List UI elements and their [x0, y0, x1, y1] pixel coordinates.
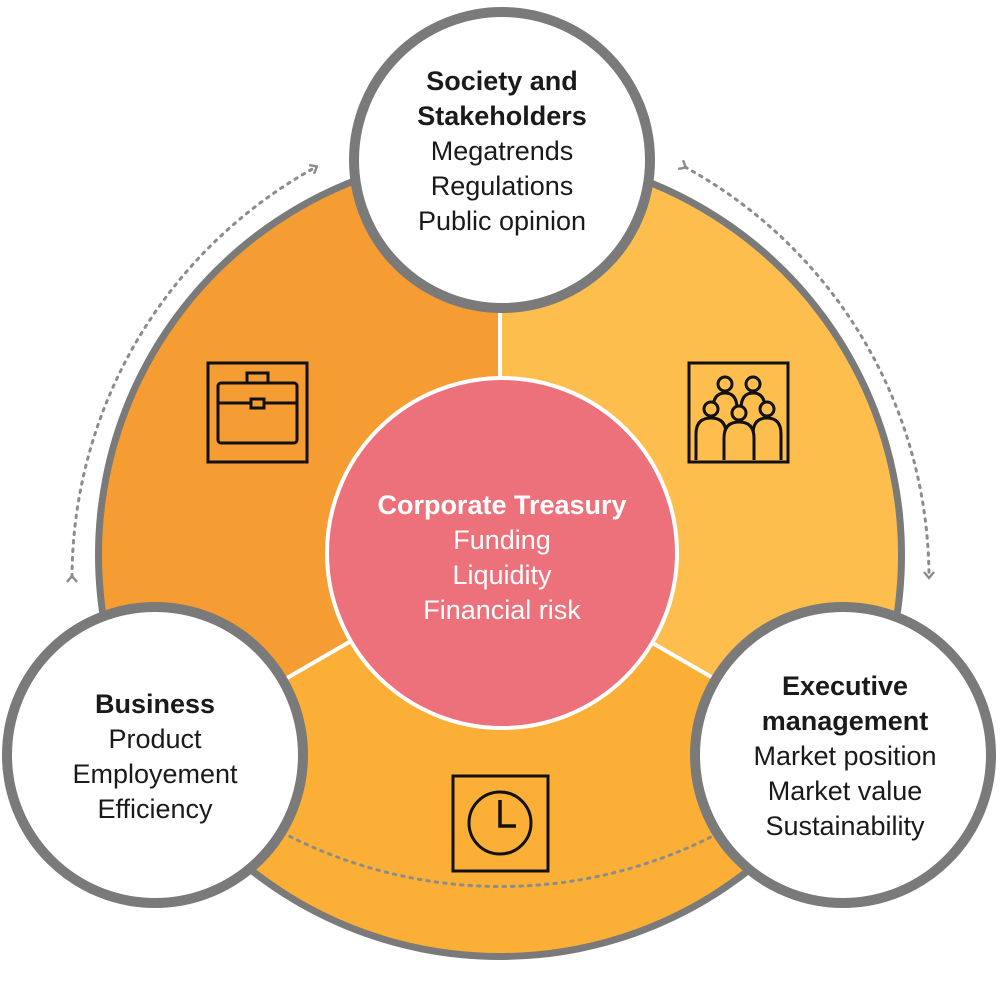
center-item-funding: Funding — [453, 525, 551, 555]
right-node-title-2: management — [762, 706, 929, 736]
right-node-title-1: Executive — [782, 671, 908, 701]
arrow-top-right — [677, 159, 935, 580]
center-item-liquidity: Liquidity — [452, 560, 552, 590]
node-left-circle — [2, 602, 308, 908]
left-node-title: Business — [95, 689, 215, 719]
clock-icon — [451, 774, 550, 873]
top-node-title-1: Society and — [426, 66, 578, 96]
center-title: Corporate Treasury — [377, 490, 626, 520]
center-item-financial-risk: Financial risk — [423, 595, 581, 625]
center-circle — [325, 376, 679, 730]
node-right-circle — [690, 602, 996, 908]
briefcase-icon — [206, 361, 309, 464]
right-node-item-sustainability: Sustainability — [765, 811, 925, 841]
right-node-item-market-value: Market value — [768, 776, 923, 806]
node-top-circle — [349, 7, 655, 313]
top-node-item-megatrends: Megatrends — [431, 136, 574, 166]
right-node-item-market-position: Market position — [753, 741, 936, 771]
left-node-item-efficiency: Efficiency — [97, 794, 213, 824]
left-node-item-employement: Employement — [72, 759, 238, 789]
left-node-item-product: Product — [108, 724, 202, 754]
arrow-bottom — [252, 812, 745, 888]
team-icon — [687, 361, 790, 464]
top-node-item-regulations: Regulations — [431, 171, 574, 201]
top-node-title-2: Stakeholders — [417, 101, 587, 131]
top-node-item-public-opinion: Public opinion — [418, 206, 586, 236]
arrow-top-left — [66, 163, 319, 583]
